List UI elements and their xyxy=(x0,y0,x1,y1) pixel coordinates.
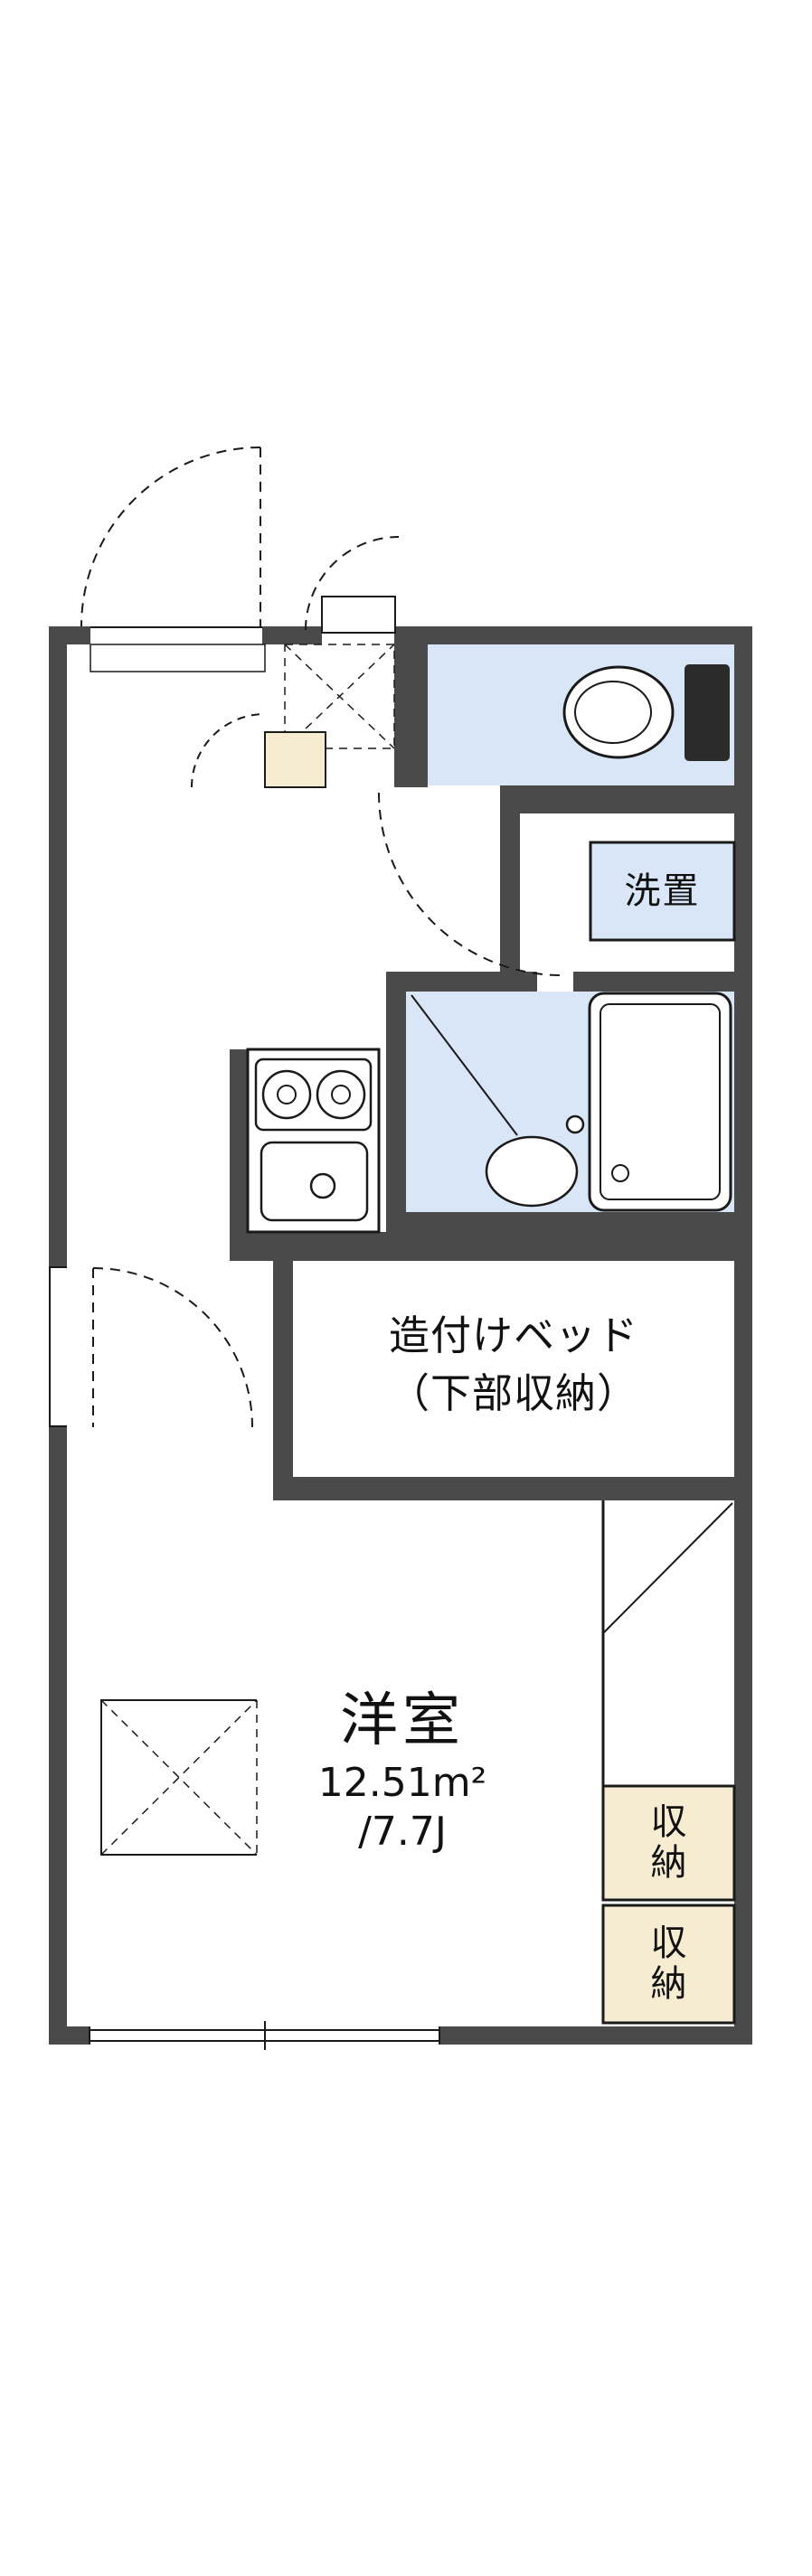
washer-space-label: 洗置 xyxy=(624,870,701,912)
wall-entry-toilet-divider xyxy=(394,626,428,787)
shower-knob xyxy=(565,1114,585,1134)
storage-bottom-label-text: 収納 xyxy=(650,1923,687,2005)
bottom-window xyxy=(89,2021,440,2050)
left-door-opening xyxy=(49,1266,67,1427)
wall-below-toilet xyxy=(500,785,752,813)
wall-hall-washroom xyxy=(500,813,520,976)
room-area-label: 12.51m² xyxy=(317,1760,487,1806)
wall-bathroom-top-left xyxy=(386,972,537,992)
shoe-cabinet xyxy=(264,731,326,788)
wall-bed-bottom xyxy=(273,1477,752,1500)
wall-bottom-left xyxy=(49,2026,90,2045)
wall-bathroom-bottom xyxy=(386,1212,752,1232)
corner-diagonal-line xyxy=(603,1502,733,1633)
entrance-closet-x xyxy=(284,644,395,749)
corridor-door-arc xyxy=(92,1267,253,1428)
wall-right xyxy=(734,626,752,2045)
shower-area xyxy=(411,994,585,1208)
entrance-door-arc xyxy=(80,447,261,627)
storage-top-label-text: 収納 xyxy=(650,1801,687,1884)
toilet-tank xyxy=(685,664,730,761)
washer-space-box xyxy=(589,841,736,942)
wall-left-lower xyxy=(49,1426,67,2045)
built-in-bed-label: 造付けベッド xyxy=(388,1312,638,1359)
room-closet xyxy=(100,1699,258,1856)
washroom-door-arc xyxy=(378,792,562,976)
room-name-label: 洋室 xyxy=(340,1688,465,1754)
wall-top-right xyxy=(394,626,752,644)
stove xyxy=(254,1058,373,1132)
entrance-step xyxy=(90,644,266,672)
wall-left-upper xyxy=(49,626,67,1267)
wall-bed-top xyxy=(230,1232,752,1261)
bathroom-door-line xyxy=(411,994,518,1136)
wall-bottom-right xyxy=(439,2026,752,2045)
storage-box-bottom xyxy=(601,1904,736,2025)
kitchen-counter xyxy=(246,1048,381,1234)
top-door-panel xyxy=(321,596,396,634)
shower-drain-oval xyxy=(485,1135,579,1208)
shoe-cabinet-door-arc xyxy=(191,713,266,788)
walls xyxy=(49,626,752,2045)
storage-box-top xyxy=(601,1784,736,1902)
wall-bathroom-left xyxy=(386,972,406,1232)
sink xyxy=(260,1141,369,1222)
toilet-bowl-inner xyxy=(574,681,652,744)
toilet-bowl xyxy=(562,665,675,759)
storage-bottom-label: 収納 xyxy=(603,1905,734,2023)
small-top-door-arc xyxy=(305,536,400,631)
bathtub xyxy=(588,992,732,1212)
wall-kitchen-left xyxy=(230,1049,248,1232)
storage-top-label: 収納 xyxy=(603,1786,734,1900)
right-partition xyxy=(601,1500,733,1790)
wall-bathroom-top-right xyxy=(573,972,752,992)
built-in-bed-sublabel: （下部収納） xyxy=(388,1369,638,1417)
toilet-fixture xyxy=(562,664,730,761)
wall-bed-left xyxy=(273,1261,293,1500)
wall-top-mid xyxy=(262,626,322,644)
room-tatami-label: /7.7J xyxy=(358,1809,447,1855)
